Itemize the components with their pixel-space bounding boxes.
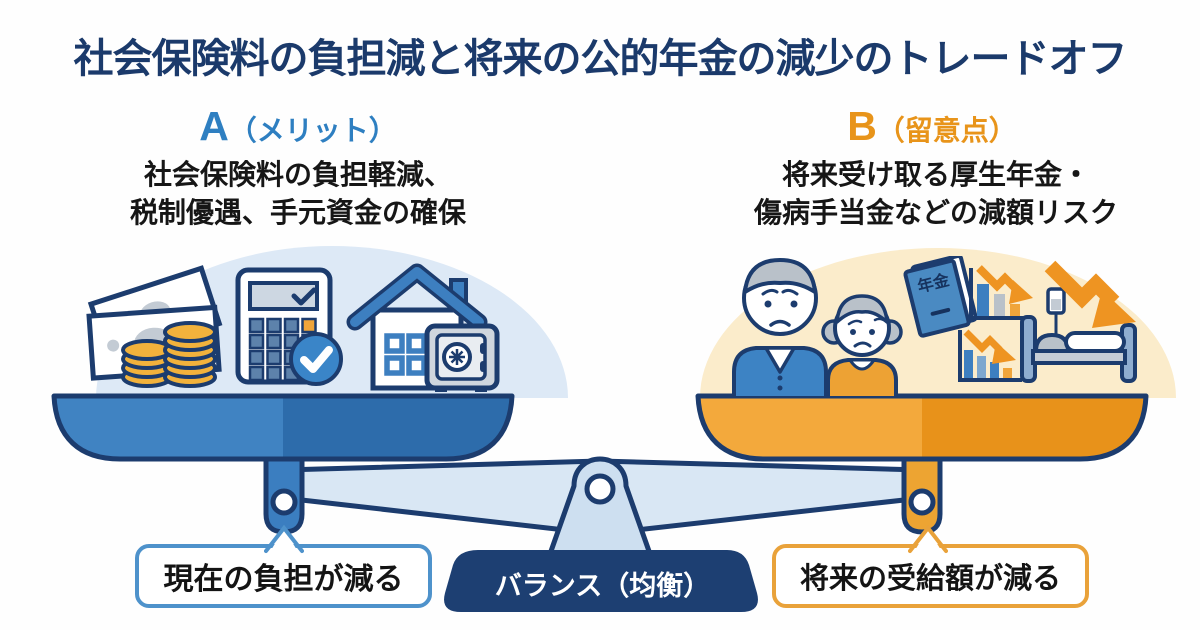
left-caption-bubble: 現在の負担が減る: [135, 524, 432, 608]
right-heading: B（留意点）: [722, 103, 1142, 150]
right-pan: [695, 393, 1149, 462]
right-caption-bubble: 将来の受給額が減る: [772, 524, 1089, 608]
left-bracket-hole: [270, 488, 298, 516]
balance-label: バランス（均衡）: [494, 570, 711, 601]
elderly-couple-icon: [732, 258, 903, 398]
right-heading-note: （留意点）: [876, 115, 1017, 146]
house-safe-icon: [346, 263, 500, 392]
bubble-pointer-up: [264, 524, 304, 555]
bubble-pointer-up: [908, 524, 948, 555]
left-description: 社会保険料の負担軽減、 税制優遇、手元資金の確保: [58, 156, 538, 232]
left-heading-letter: A: [199, 103, 229, 149]
declining-chart-lower-icon: [958, 329, 1022, 382]
right-description-line2: 傷病手当金などの減額リスク: [753, 197, 1118, 228]
down-arrow-icon: [1044, 260, 1136, 328]
right-description-line1: 将来受け取る厚生年金・: [781, 159, 1090, 190]
fulcrum-post: [547, 456, 653, 557]
banknotes-coins-icon: [86, 265, 223, 388]
left-heading: A（メリット）: [88, 103, 508, 150]
pension-book-icon: 年金: [903, 256, 978, 338]
right-heading-letter: B: [847, 103, 877, 149]
left-description-line2: 税制優遇、手元資金の確保: [129, 197, 466, 228]
hospital-bed-icon: [1020, 287, 1137, 383]
right-description: 将来受け取る厚生年金・ 傷病手当金などの減額リスク: [696, 156, 1176, 232]
right-caption-text: 将来の受給額が減る: [799, 563, 1061, 595]
declining-chart-upper-icon: [969, 265, 1033, 320]
left-caption-text: 現在の負担が減る: [163, 563, 404, 596]
left-pan: [51, 393, 515, 462]
calculator-check-icon: [235, 267, 343, 386]
left-heading-note: （メリット）: [228, 115, 397, 146]
right-bracket-hole: [908, 488, 936, 516]
pedestal: [444, 550, 758, 612]
left-description-line1: 社会保険料の負担軽減、: [143, 159, 452, 190]
fulcrum-pivot-hole: [584, 473, 616, 505]
page-title: 社会保険料の負担減と将来の公的年金の減少のトレードオフ: [73, 37, 1128, 81]
